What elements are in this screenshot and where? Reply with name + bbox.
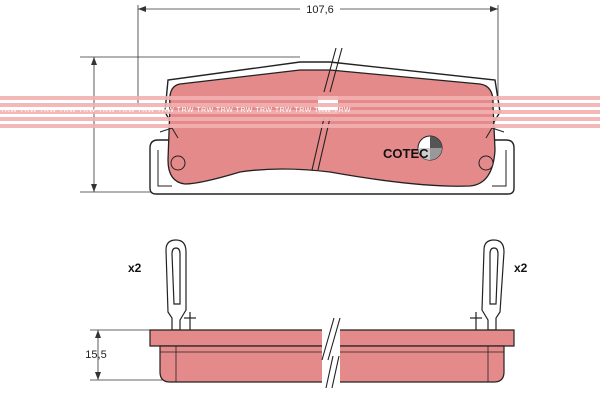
spring-clip-right <box>470 239 505 331</box>
width-dimension <box>137 5 499 105</box>
watermark-text: TRW TRW TRW TRW TRW TRW TRW TRW TRW TRW … <box>0 107 351 114</box>
brake-pad-side-view <box>149 317 515 389</box>
spring-clip-left <box>165 239 196 331</box>
cotec-pie-logo-icon <box>417 135 443 161</box>
quantity-left-label: x2 <box>128 261 142 275</box>
quantity-right-label: x2 <box>514 261 528 275</box>
mounting-hole-left <box>170 155 186 171</box>
watermark-band: TRW TRW TRW TRW TRW TRW TRW TRW TRW TRW … <box>0 96 600 128</box>
width-dimension-label: 107,6 <box>306 4 334 16</box>
mounting-hole-right <box>478 155 494 171</box>
cotec-logo-label: COTEC <box>383 146 429 161</box>
break-mark <box>323 47 343 93</box>
cotec-logo: COTEC <box>383 135 443 161</box>
thickness-dimension-label: 15,5 <box>85 349 106 361</box>
